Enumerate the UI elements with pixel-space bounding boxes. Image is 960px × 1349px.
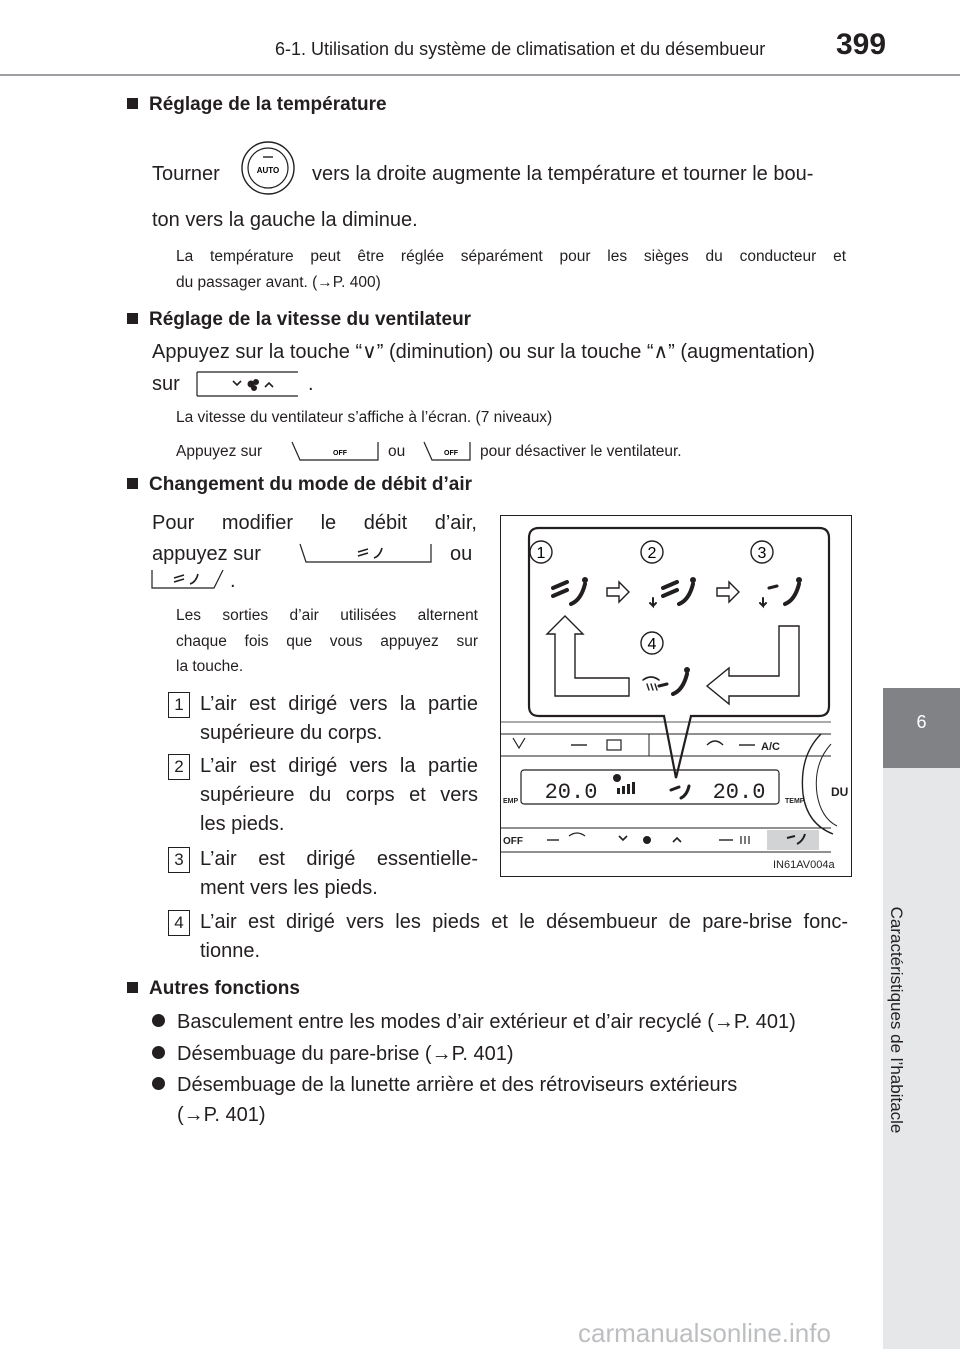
knob-label: AUTO: [257, 166, 280, 175]
other-bullet-1: Basculement entre les modes d’air extéri…: [152, 1008, 796, 1037]
arrow-up-left-icon: [545, 615, 630, 697]
item-number: 4: [168, 910, 190, 936]
fan-level-icon: [617, 782, 635, 794]
callout-1-label: 1: [537, 545, 546, 562]
airflow-button-icon: [299, 543, 432, 563]
temperature-note: La température peut être réglée séparéme…: [176, 248, 846, 291]
airflow-text-1: Pour modifier le débit d’air,: [152, 512, 477, 534]
off-panel-label: OFF: [503, 836, 523, 847]
mode-feet-defrost-icon: [642, 667, 690, 696]
auto-knob-icon: AUTO: [241, 141, 295, 195]
fan-speed-note-2c: pour désactiver le ventilateur.: [480, 443, 682, 460]
square-bullet-icon: [127, 982, 138, 993]
arrow-right-icon-1: [606, 580, 630, 604]
mode-bilevel-icon: [649, 577, 696, 609]
temperature-text-2: ton vers la gauche la diminue.: [152, 209, 418, 231]
mode-feet-icon: [759, 577, 802, 609]
fan-speed-button-icon: [196, 371, 298, 397]
callout-4-label: 4: [648, 636, 657, 653]
arrow-return-icon: [705, 625, 800, 706]
square-bullet-icon: [127, 313, 138, 324]
bullet-icon: [152, 1077, 165, 1090]
fan-off-button-left-icon: OFF: [291, 441, 379, 461]
control-panel: A/C 20.0 20.0 EMP TEMP DU OFF: [501, 721, 848, 853]
callout-4: [640, 631, 664, 655]
square-bullet-icon: [127, 98, 138, 109]
airflow-text-2b: ou: [450, 543, 473, 565]
fan-speed-text-2b: .: [308, 373, 314, 395]
arrow-right-icon-2: [716, 580, 740, 604]
square-bullet-icon: [127, 478, 138, 489]
temperature-text-1a: Tourner: [152, 163, 220, 185]
callout-2: [640, 540, 664, 564]
fan-speed-note-2b: ou: [388, 443, 406, 460]
knob-partial-label: DU: [831, 785, 848, 799]
fan-speed-heading: Réglage de la vitesse du ventilateur: [127, 309, 471, 331]
off-label: OFF: [333, 450, 348, 457]
item-number: 2: [168, 754, 190, 780]
callout-2-label: 2: [648, 545, 657, 562]
fan-speed-text-1: Appuyez sur la touche “∨” (diminution) o…: [152, 341, 815, 363]
page-number: 399: [836, 28, 887, 61]
airflow-note: Les sorties d’air utilisées alternent ch…: [176, 607, 478, 676]
figure-code: IN61AV004a: [773, 859, 835, 871]
chapter-number: 6: [916, 712, 927, 732]
fan-speed-note-2a: Appuyez sur: [176, 443, 263, 460]
item-number: 1: [168, 692, 190, 718]
fan-off-button-right-icon: OFF: [423, 441, 471, 461]
other-bullet-3-cont: (→P. 401): [177, 1104, 266, 1126]
speech-bubble: [527, 526, 831, 779]
display-left: 20.0: [545, 780, 598, 805]
header-rule: [0, 74, 960, 76]
other-bullet-3: Désembuage de la lunette arrière et des …: [152, 1071, 737, 1100]
callout-1: [529, 540, 553, 564]
callout-3-label: 3: [758, 545, 767, 562]
airflow-heading: Changement du mode de débit d’air: [127, 474, 472, 496]
temp-left-label: EMP: [503, 798, 519, 805]
mode-face-icon: [551, 577, 588, 606]
display-mode-icon: [669, 784, 691, 800]
fan-speed-note-1: La vitesse du ventilateur s’affiche à l’…: [176, 409, 553, 426]
airflow-diagram-svg: 1 2 3 4: [501, 526, 848, 871]
temperature-heading: Réglage de la température: [127, 94, 387, 116]
bullet-icon: [152, 1046, 165, 1059]
ac-label: A/C: [761, 741, 780, 753]
airflow-text-3: .: [230, 570, 236, 592]
other-heading: Autres fonctions: [127, 978, 300, 1000]
other-bullet-2: Désembuage du pare-brise (→P. 401): [152, 1040, 513, 1069]
chapter-label: Caractéristiques de l’habitacle: [887, 907, 936, 1134]
display-right: 20.0: [713, 780, 766, 805]
watermark: carmanualsonline.info: [578, 1318, 831, 1348]
section-header: 6-1. Utilisation du système de climatisa…: [275, 39, 766, 59]
svg-text:OFF: OFF: [444, 450, 459, 457]
temperature-text-1b: vers la droite augmente la température e…: [312, 163, 814, 185]
chapter-label-text: Caractéristiques de l’habitacle: [887, 906, 906, 1134]
chapter-strip: [883, 768, 960, 1349]
airflow-text-2a: appuyez sur: [152, 543, 261, 565]
item-number: 3: [168, 847, 190, 873]
airflow-button-small-icon: [151, 569, 224, 589]
callout-3: [750, 540, 774, 564]
airflow-diagram: 1 2 3 4: [500, 515, 852, 877]
bullet-icon: [152, 1014, 165, 1027]
chapter-tab: [883, 688, 960, 768]
fan-speed-text-2a: sur: [152, 373, 180, 395]
temp-right-label: TEMP: [785, 798, 805, 805]
